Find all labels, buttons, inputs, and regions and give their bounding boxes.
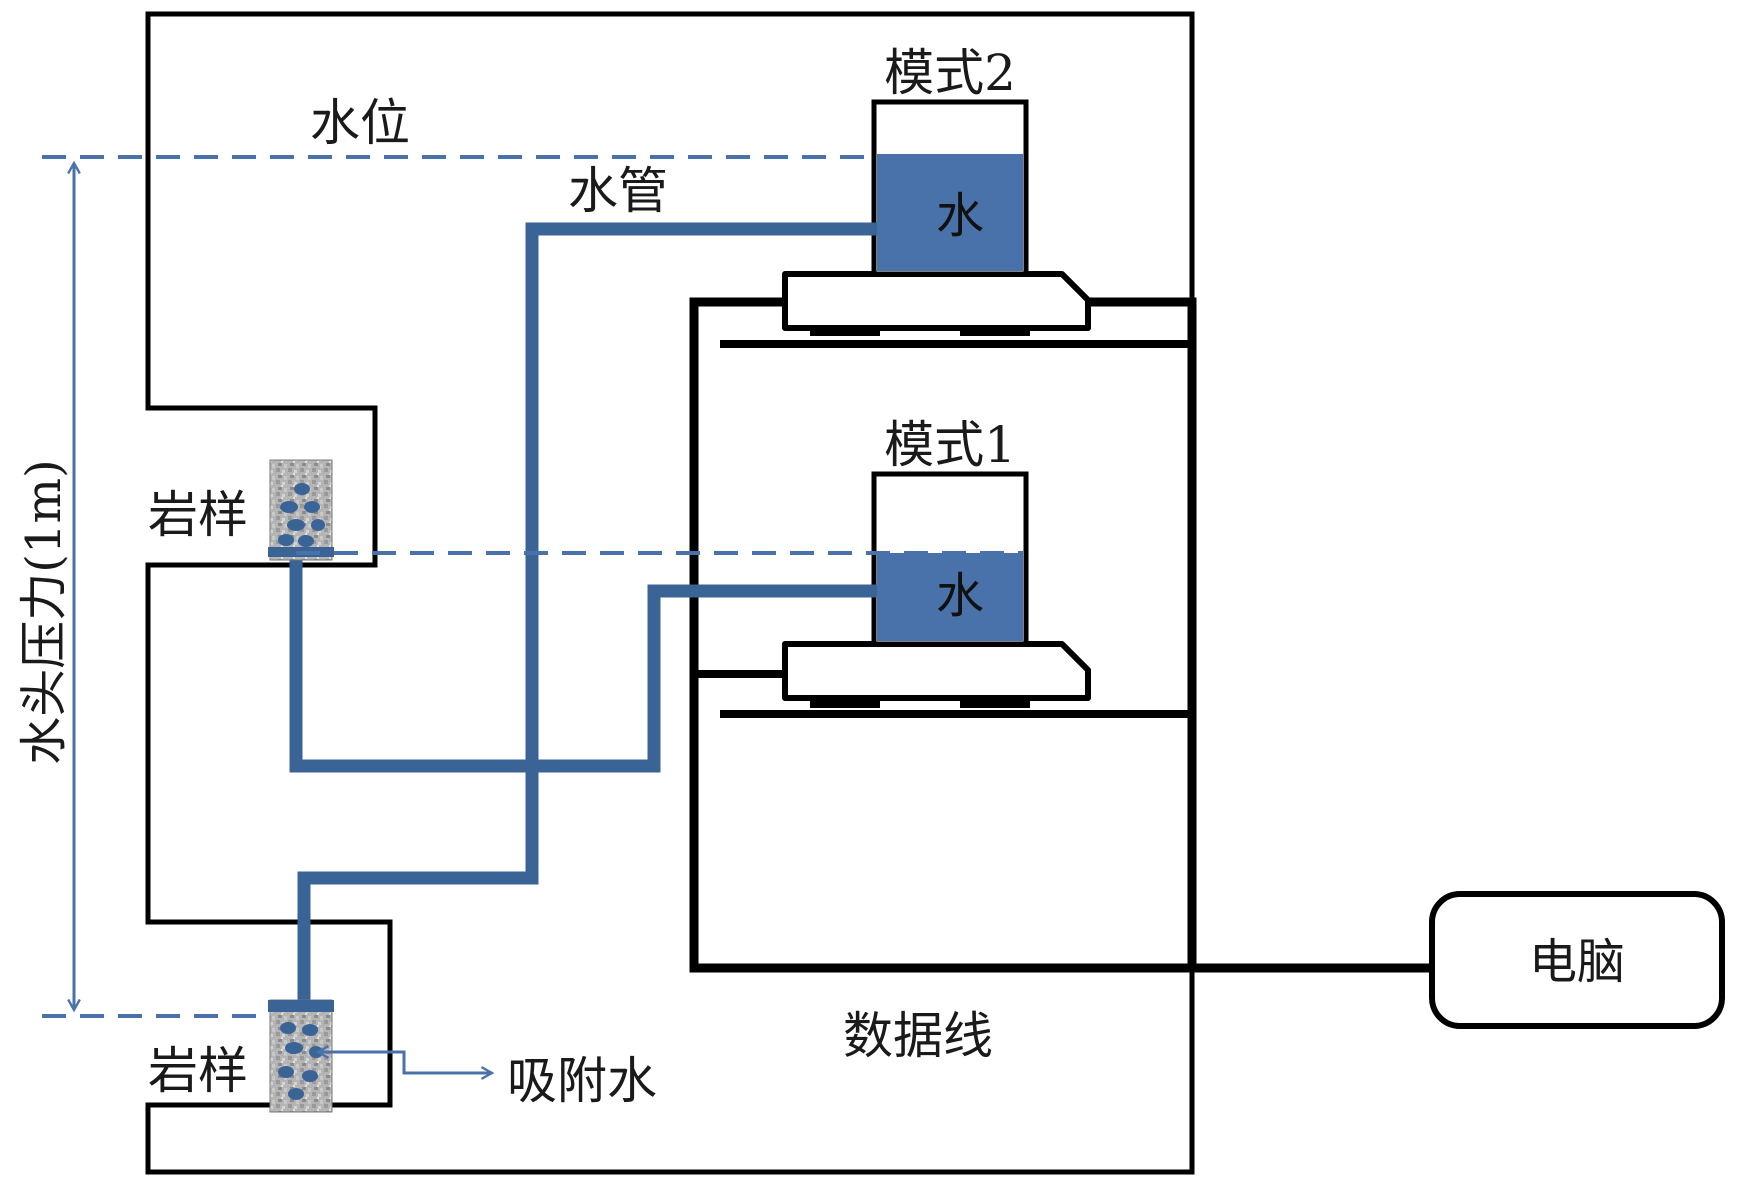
head-pressure-label: 水头压力(1m) bbox=[16, 459, 72, 765]
water-mode1-label: 水 bbox=[936, 568, 984, 624]
rock-sample-lower bbox=[268, 999, 334, 1113]
water-mode1 bbox=[877, 553, 1023, 641]
pipe-upper bbox=[297, 222, 877, 1002]
adsorbed-water-arrow bbox=[318, 1052, 492, 1073]
water-level-label: 水位 bbox=[310, 94, 410, 152]
mode1-label: 模式1 bbox=[884, 416, 1016, 474]
computer-box bbox=[1429, 891, 1725, 1029]
rock-sample-upper-label: 岩样 bbox=[148, 486, 248, 544]
rock-sample-upper bbox=[268, 459, 334, 561]
rock-sample-lower-label: 岩样 bbox=[148, 1042, 248, 1100]
balance-mode1 bbox=[782, 641, 1091, 708]
water-mode2-label: 水 bbox=[936, 188, 984, 244]
pipe-lower bbox=[289, 559, 877, 773]
water-pipe-label: 水管 bbox=[568, 162, 668, 220]
adsorbed-water-label: 吸附水 bbox=[507, 1052, 657, 1110]
mode2-label: 模式2 bbox=[884, 44, 1016, 102]
water-mode2 bbox=[877, 154, 1023, 271]
cabinet-outline bbox=[145, 11, 1195, 1175]
balance-mode2 bbox=[782, 271, 1091, 336]
data-line-label: 数据线 bbox=[843, 1007, 993, 1065]
computer-label: 电脑 bbox=[1529, 934, 1625, 990]
